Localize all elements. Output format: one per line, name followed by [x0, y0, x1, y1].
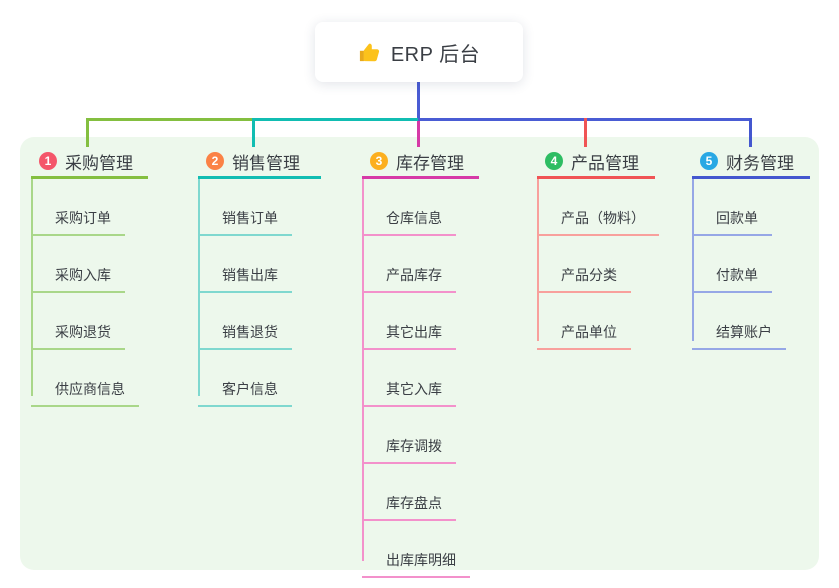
root-title: ERP 后台 — [390, 43, 481, 66]
node-outbound-detail[interactable]: 出库库明细 — [362, 521, 470, 578]
branch-number-badge: 1 — [39, 152, 57, 170]
node-sales-return[interactable]: 销售退货 — [198, 293, 292, 350]
node-other-outbound[interactable]: 其它出库 — [362, 293, 456, 350]
branch-finance: 5 财务管理 回款单 付款单 结算账户 — [692, 146, 810, 350]
node-payment-bill[interactable]: 付款单 — [692, 236, 772, 293]
connector-drop-product — [584, 118, 587, 147]
node-label: 其它出库 — [386, 324, 442, 340]
node-purchase-inbound[interactable]: 采购入库 — [31, 236, 125, 293]
branch-inventory: 3 库存管理 仓库信息 产品库存 其它出库 其它入库 库存调拨 库存盘点 出库库… — [362, 146, 479, 578]
node-label: 采购订单 — [55, 210, 111, 226]
node-warehouse-info[interactable]: 仓库信息 — [362, 179, 456, 236]
node-label: 销售订单 — [222, 210, 278, 226]
connector-drop-inventory — [417, 121, 420, 147]
root-node[interactable]: ERP 后台 — [315, 22, 523, 82]
branch-sales: 2 销售管理 销售订单 销售出库 销售退货 客户信息 — [198, 146, 321, 407]
node-label: 库存盘点 — [386, 495, 442, 511]
thumbs-up-icon — [359, 43, 379, 61]
node-stock-transfer[interactable]: 库存调拨 — [362, 407, 456, 464]
node-label: 销售出库 — [222, 267, 278, 283]
connector-drop-purchase — [86, 118, 89, 147]
node-sales-order[interactable]: 销售订单 — [198, 179, 292, 236]
node-product-category[interactable]: 产品分类 — [537, 236, 631, 293]
node-settlement-account[interactable]: 结算账户 — [692, 293, 786, 350]
branch-number-badge: 3 — [370, 152, 388, 170]
node-label: 客户信息 — [222, 381, 278, 397]
node-label: 采购退货 — [55, 324, 111, 340]
node-label: 其它入库 — [386, 381, 442, 397]
branch-spine-line — [362, 179, 364, 561]
root-connector-line — [417, 80, 420, 120]
node-label: 产品单位 — [561, 324, 617, 340]
node-product-stock[interactable]: 产品库存 — [362, 236, 456, 293]
node-customer-info[interactable]: 客户信息 — [198, 350, 292, 407]
branch-purchase: 1 采购管理 采购订单 采购入库 采购退货 供应商信息 — [31, 146, 148, 407]
branch-header-product[interactable]: 4 产品管理 — [537, 146, 655, 179]
node-purchase-return[interactable]: 采购退货 — [31, 293, 125, 350]
node-receipt-bill[interactable]: 回款单 — [692, 179, 772, 236]
node-label: 采购入库 — [55, 267, 111, 283]
node-product-unit[interactable]: 产品单位 — [537, 293, 631, 350]
branch-number-badge: 5 — [700, 152, 718, 170]
node-label: 仓库信息 — [386, 210, 442, 226]
connector-bus-green — [86, 118, 253, 121]
branch-number-badge: 4 — [545, 152, 563, 170]
node-label: 产品（物料） — [561, 210, 645, 226]
connector-drop-sales — [252, 118, 255, 147]
branch-header-purchase[interactable]: 1 采购管理 — [31, 146, 148, 179]
branch-label: 产品管理 — [571, 153, 639, 173]
node-label: 库存调拨 — [386, 438, 442, 454]
node-label: 产品库存 — [386, 267, 442, 283]
branches-background-panel — [20, 137, 819, 570]
node-purchase-order[interactable]: 采购订单 — [31, 179, 125, 236]
node-label: 结算账户 — [716, 324, 772, 340]
node-label: 回款单 — [716, 210, 758, 226]
branch-spine-line — [31, 179, 33, 396]
node-label: 销售退货 — [222, 324, 278, 340]
branch-spine-line — [537, 179, 539, 341]
connector-drop-finance — [749, 118, 752, 147]
node-other-inbound[interactable]: 其它入库 — [362, 350, 456, 407]
branch-header-finance[interactable]: 5 财务管理 — [692, 146, 810, 179]
node-label: 付款单 — [716, 267, 758, 283]
branch-product: 4 产品管理 产品（物料） 产品分类 产品单位 — [537, 146, 659, 350]
branch-spine-line — [692, 179, 694, 341]
node-stock-taking[interactable]: 库存盘点 — [362, 464, 456, 521]
node-label: 供应商信息 — [55, 381, 125, 397]
node-label: 产品分类 — [561, 267, 617, 283]
branch-label: 库存管理 — [396, 153, 464, 173]
branch-label: 财务管理 — [726, 153, 794, 173]
branch-header-inventory[interactable]: 3 库存管理 — [362, 146, 479, 179]
node-sales-outbound[interactable]: 销售出库 — [198, 236, 292, 293]
branch-label: 采购管理 — [65, 153, 133, 173]
node-product-material[interactable]: 产品（物料） — [537, 179, 659, 236]
branch-header-sales[interactable]: 2 销售管理 — [198, 146, 321, 179]
branch-label: 销售管理 — [232, 153, 300, 173]
connector-bus-teal — [252, 118, 418, 121]
node-supplier-info[interactable]: 供应商信息 — [31, 350, 139, 407]
branch-number-badge: 2 — [206, 152, 224, 170]
branch-spine-line — [198, 179, 200, 396]
node-label: 出库库明细 — [386, 552, 456, 568]
